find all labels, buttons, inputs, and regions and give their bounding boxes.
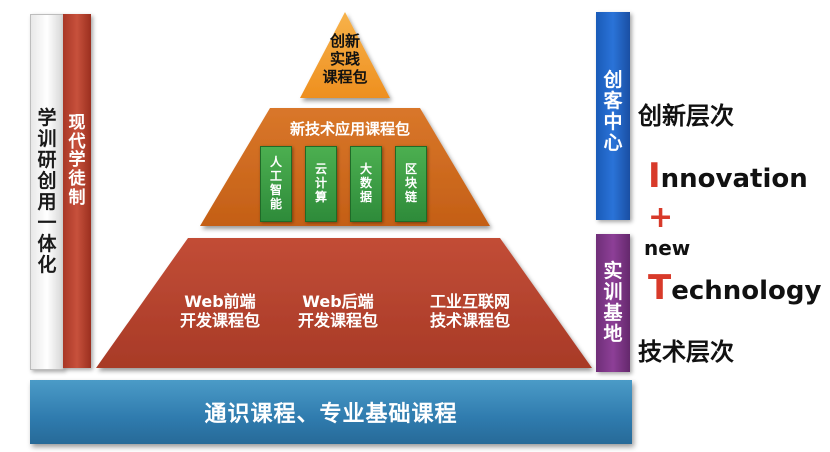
foundation-courses-label: 通识课程、专业基础课程 [204, 402, 458, 427]
tile-ai: 人 工 智 能 [260, 146, 292, 222]
training-base-bar: 实 训 基 地 [596, 234, 630, 372]
innovation-level-label: 创新层次 [638, 102, 734, 130]
technology-level-label: 技术层次 [638, 338, 734, 366]
web-backend-label: Web后端 开发课程包 [297, 292, 378, 331]
web-frontend-label: Web前端 开发课程包 [179, 292, 260, 331]
tile-blockchain: 区 块 链 [395, 146, 427, 222]
innovation-word: Innovation [648, 156, 808, 196]
tile-big-data: 大 数 据 [350, 146, 382, 222]
innovation-practice-label: 创新 实践 课程包 [322, 32, 368, 86]
foundation-courses-bar: 通识课程、专业基础课程 [30, 380, 632, 444]
top-triangle [300, 12, 390, 98]
apprenticeship-text: 现 代 学 徒 制 [68, 113, 86, 208]
industrial-internet-label: 工业互联网 技术课程包 [429, 292, 510, 331]
integration-text: 学 训 研 创 用 一 体 化 [37, 107, 57, 276]
bottom-trapezoid [96, 238, 592, 368]
tile-cloud-computing: 云 计 算 [305, 146, 337, 222]
maker-center-bar: 创 客 中 心 [596, 12, 630, 220]
left-bar-apprenticeship: 现 代 学 徒 制 [63, 14, 91, 368]
training-base-text: 实 训 基 地 [603, 260, 623, 345]
new-tech-title: 新技术应用课程包 [289, 120, 410, 138]
technology-word: Technology [648, 268, 822, 308]
left-bar-integration: 学 训 研 创 用 一 体 化 [30, 14, 64, 370]
plus-sign: + [648, 200, 674, 235]
maker-center-text: 创 客 中 心 [603, 69, 623, 154]
new-word: new [644, 236, 691, 260]
